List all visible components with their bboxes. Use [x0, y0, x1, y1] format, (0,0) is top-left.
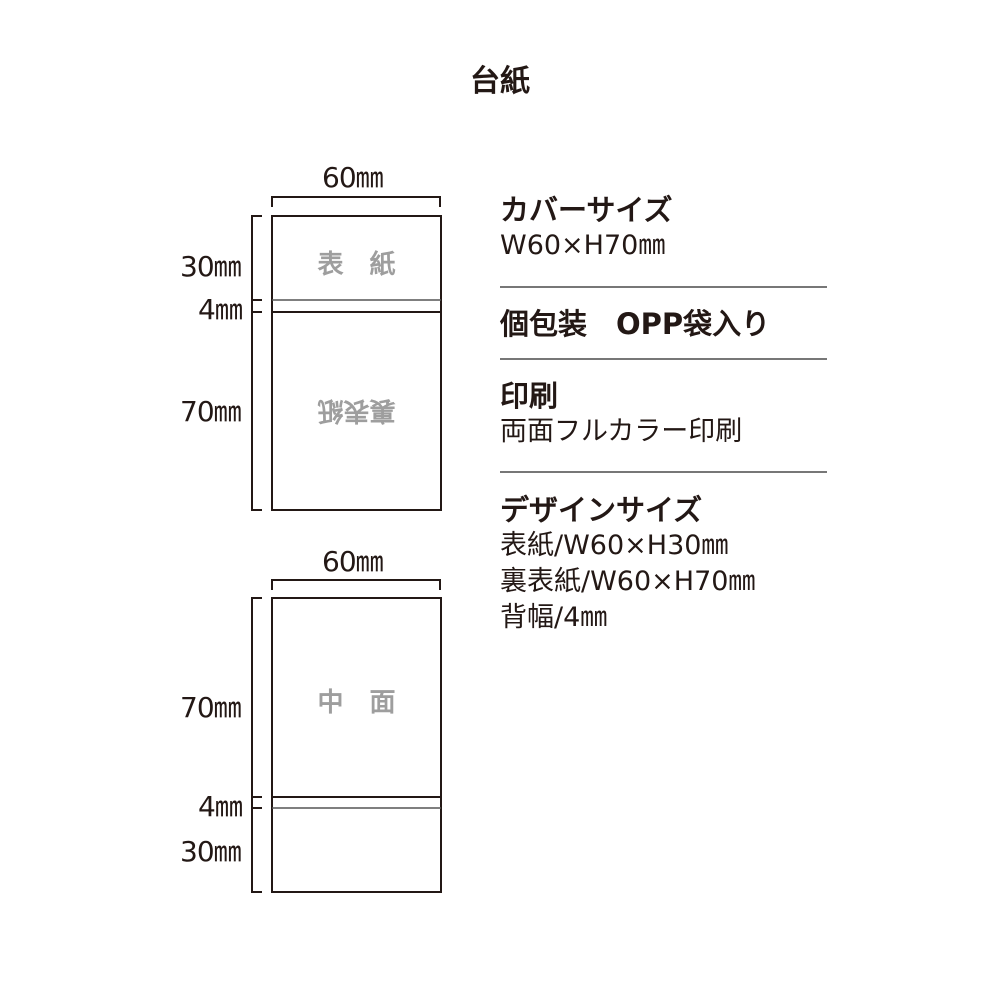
spec-packaging: 個包装 OPP袋入り [500, 306, 830, 342]
spec-value: 裏表紙/W60×H70㎜ [500, 566, 756, 597]
page-title: 台紙 [470, 64, 530, 99]
spec-value: W60×H70㎜ [500, 230, 666, 261]
spec-cover-size: カバーサイズ W60×H70㎜ [500, 192, 830, 264]
spec-value: 両面フルカラー印刷 [500, 416, 743, 447]
inner-height-spine: 4㎜ [198, 790, 243, 823]
spec-printing: 印刷 両面フルカラー印刷 [500, 378, 830, 450]
spec-heading: 個包装 OPP袋入り [500, 307, 771, 341]
inner-height-main: 70㎜ [180, 691, 242, 724]
inner-height-bottom: 30㎜ [180, 835, 242, 868]
spec-heading: デザインサイズ [500, 493, 703, 527]
spec-design-size: デザインサイズ 表紙/W60×H30㎜ 裏表紙/W60×H70㎜ 背幅/4㎜ [500, 492, 830, 636]
inner-height-bracket [251, 597, 262, 893]
divider [500, 286, 827, 288]
inner-page-label: 中 面 [317, 688, 396, 718]
cover-height-spine: 4㎜ [198, 293, 243, 326]
cover-height-back: 70㎜ [180, 395, 242, 428]
spec-heading: カバーサイズ [500, 193, 673, 227]
inner-width-label: 60㎜ [322, 545, 384, 578]
cover-width-label: 60㎜ [322, 161, 384, 194]
inner-width-bracket [271, 579, 441, 590]
spec-value: 背幅/4㎜ [500, 602, 608, 633]
divider [500, 471, 827, 473]
divider [500, 358, 827, 360]
cover-outline [271, 215, 442, 511]
front-cover-label: 表 紙 [317, 250, 396, 280]
cover-height-front: 30㎜ [180, 250, 242, 283]
cover-height-bracket [251, 215, 262, 511]
inner-outline [271, 597, 442, 893]
cover-width-bracket [271, 196, 441, 207]
spec-heading: 印刷 [500, 379, 559, 413]
spec-value: 表紙/W60×H30㎜ [500, 530, 729, 561]
back-cover-label: 裏表紙 [317, 395, 396, 425]
